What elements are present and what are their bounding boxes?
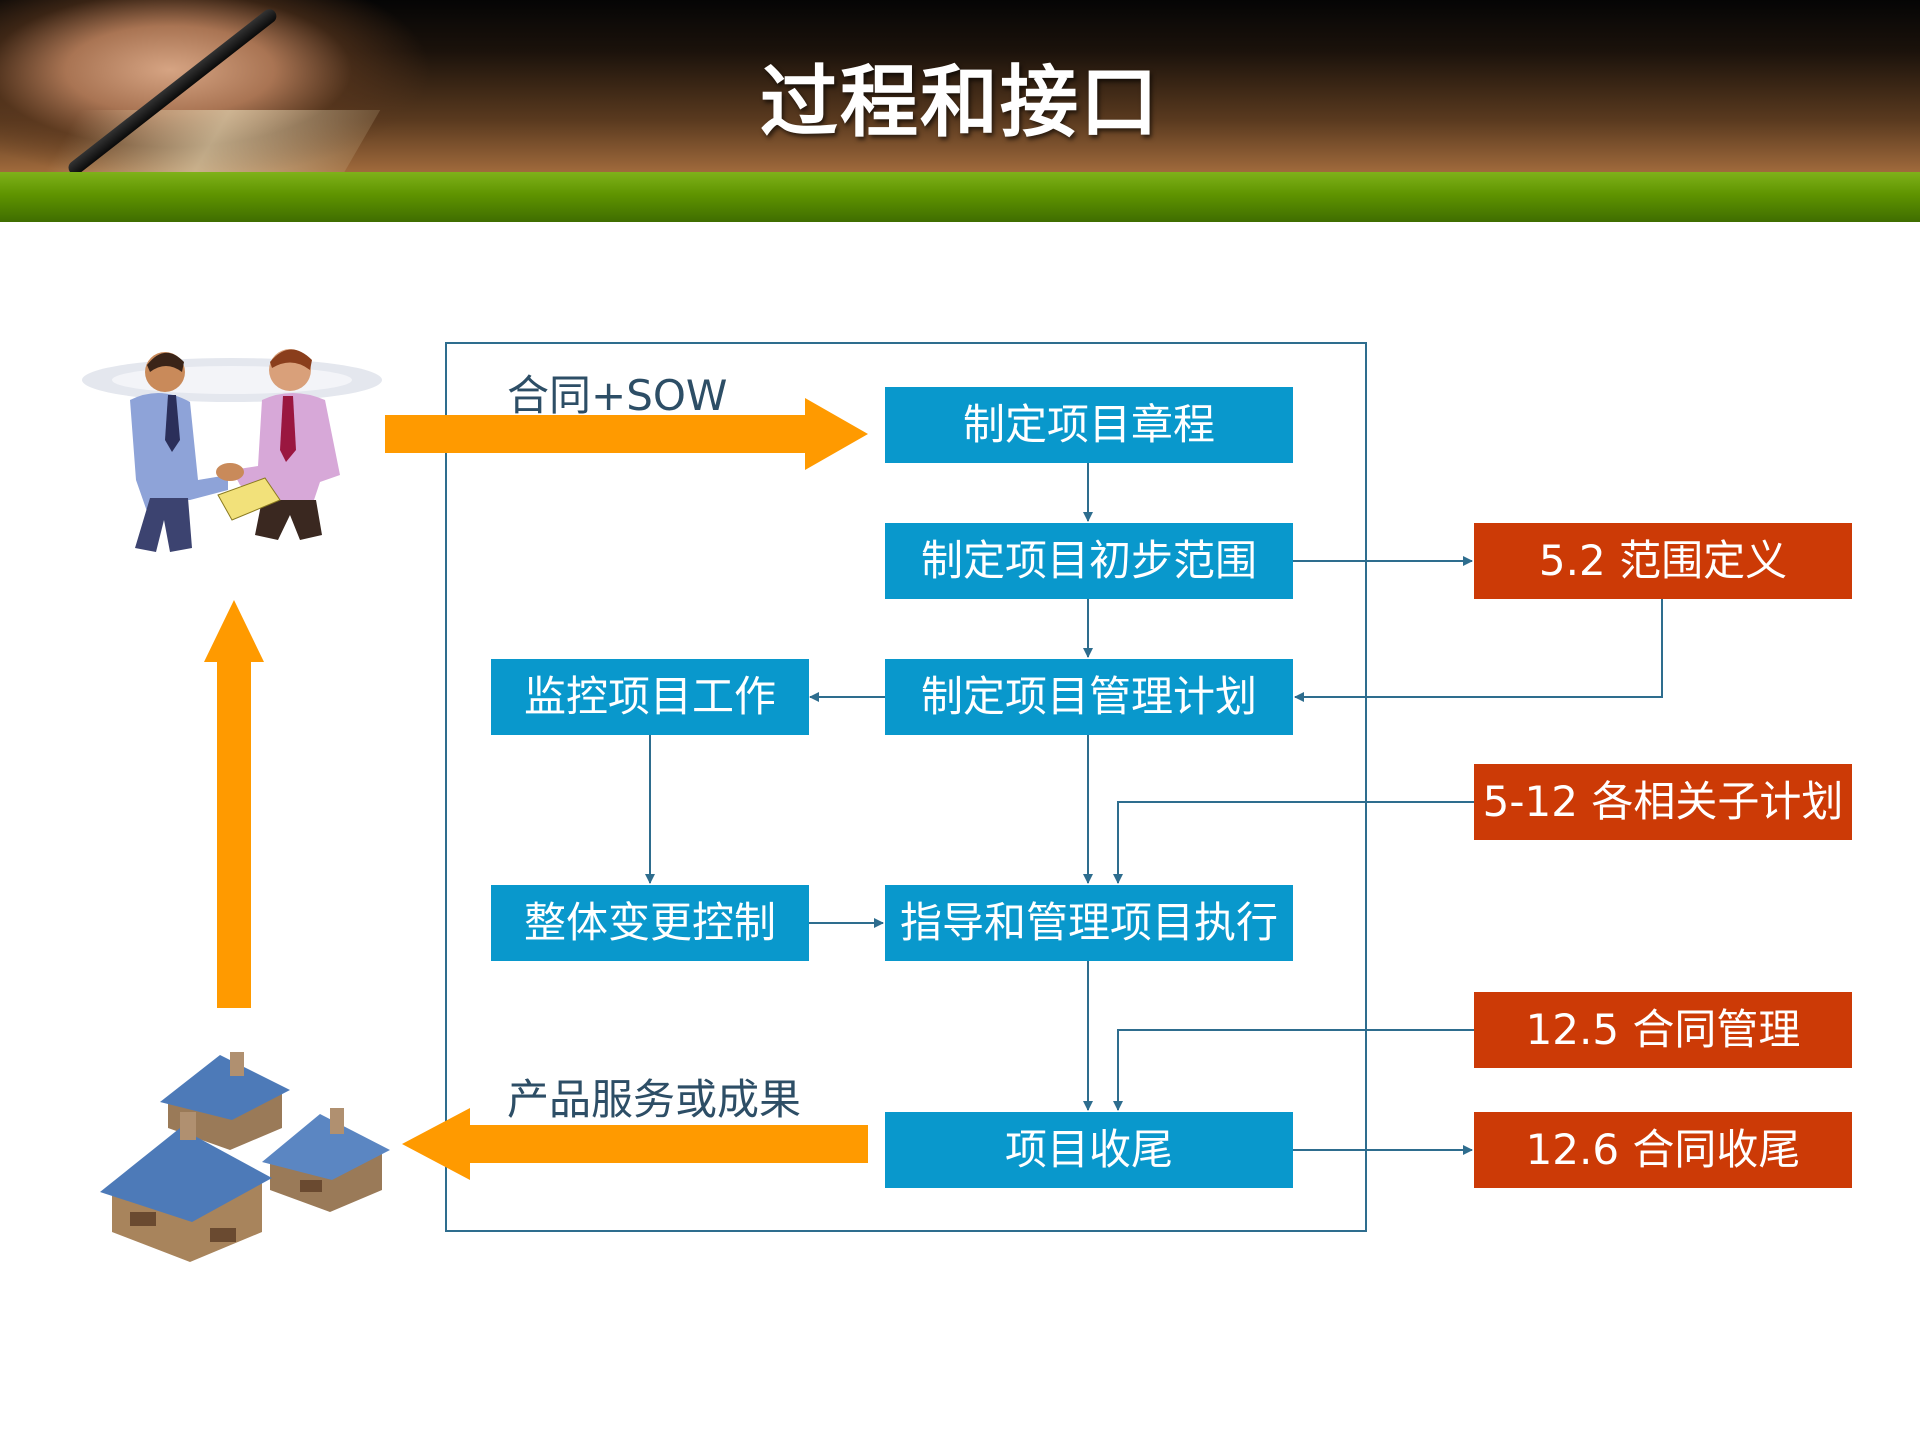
box-monitor-work[interactable]: 监控项目工作 [491,659,809,735]
process-group-frame [445,342,1367,1232]
output-arrow [402,1108,868,1180]
header-green-band [0,172,1920,222]
input-label: 合同+SOW [507,371,728,420]
box-scope-definition[interactable]: 5.2 范围定义 [1474,523,1852,599]
box-contract-management[interactable]: 12.5 合同管理 [1474,992,1852,1068]
box-contract-closure[interactable]: 12.6 合同收尾 [1474,1112,1852,1188]
header-hand-pen-photo [0,0,560,172]
houses-illustration [100,1052,390,1262]
page-title: 过程和接口 [759,58,1160,148]
box-develop-charter[interactable]: 制定项目章程 [885,387,1293,463]
box-direct-execution[interactable]: 指导和管理项目执行 [885,885,1293,961]
input-arrow [385,398,868,470]
box-preliminary-scope[interactable]: 制定项目初步范围 [885,523,1293,599]
box-close-project[interactable]: 项目收尾 [885,1112,1293,1188]
connector-scopedef-plan [1294,599,1663,702]
delivery-up-arrow [204,600,264,1008]
handshake-illustration [82,349,382,552]
header-banner: 过程和接口 [0,0,1920,172]
output-label: 产品服务或成果 [507,1075,802,1124]
box-subsidiary-plans[interactable]: 5-12 各相关子计划 [1474,764,1852,840]
box-change-control[interactable]: 整体变更控制 [491,885,809,961]
connector-contractmgmt-close [1113,1029,1474,1111]
connector-subplans-execute [1113,801,1474,884]
box-management-plan[interactable]: 制定项目管理计划 [885,659,1293,735]
